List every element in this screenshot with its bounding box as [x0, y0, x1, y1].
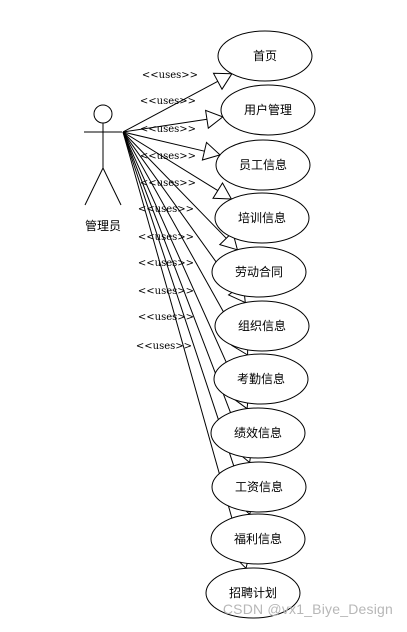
uses-connector	[122, 131, 245, 448]
use-case-ellipse	[217, 30, 313, 82]
use-case-ellipse	[214, 300, 310, 352]
use-case-ellipse	[214, 192, 310, 244]
uses-stereotype-label: <<uses>>	[138, 258, 194, 269]
uses-stereotype-label: <<uses>>	[140, 96, 196, 107]
uses-stereotype-label: <<uses>>	[142, 70, 198, 81]
arrowhead	[212, 182, 233, 200]
use-case-ellipse	[211, 461, 307, 513]
actor-figure: 管理员	[84, 104, 122, 233]
use-case-label: 工资信息	[235, 479, 283, 494]
use-case-ellipse	[211, 246, 307, 298]
use-case-ellipse	[210, 513, 306, 565]
use-case-ellipse	[220, 84, 316, 136]
uses-stereotype-label: <<uses>>	[138, 204, 194, 215]
actor-left-leg	[84, 167, 104, 206]
use-case-ellipse	[205, 567, 301, 619]
actor-right-leg	[102, 167, 122, 206]
use-case-group: 首页用户管理员工信息培训信息劳动合同组织信息考勤信息绩效信息工资信息福利信息招聘…	[205, 30, 316, 619]
use-case-ellipse	[215, 139, 311, 191]
uses-connector	[122, 131, 219, 192]
use-case-label: 首页	[253, 49, 277, 63]
watermark: CSDN @vx1_Biye_Design	[222, 601, 393, 617]
uses-connector	[122, 131, 227, 239]
uses-stereotype-label: <<uses>>	[138, 312, 194, 323]
use-case-ellipse	[213, 353, 309, 405]
arrowhead	[212, 72, 233, 91]
actor-head	[93, 104, 113, 124]
uses-connector	[122, 131, 241, 342]
use-case-label: 招聘计划	[229, 586, 277, 600]
use-case-label: 培训信息	[238, 210, 286, 225]
uses-stereotype-label: <<uses>>	[138, 232, 194, 243]
arrowhead	[204, 109, 224, 130]
uses-stereotype-label: <<uses>>	[140, 178, 196, 189]
actor-label: 管理员	[85, 218, 121, 233]
use-case-label: 用户管理	[244, 102, 292, 117]
uses-stereotype-label: <<uses>>	[140, 151, 196, 162]
use-case-label: 福利信息	[234, 531, 282, 546]
use-case-label: 绩效信息	[234, 425, 282, 440]
use-case-label: 劳动合同	[235, 264, 283, 279]
use-case-label: 员工信息	[239, 157, 287, 172]
use-case-label: 组织信息	[238, 318, 286, 333]
uses-stereotype-label: <<uses>>	[138, 286, 194, 297]
uses-connector	[122, 80, 219, 133]
stereotype-group: <<uses>> <<uses>> <<uses>> <<uses>> <<uses>>…	[136, 70, 198, 352]
arrowhead	[201, 141, 221, 161]
uses-stereotype-label: <<uses>>	[140, 124, 196, 135]
use-case-label: 考勤信息	[237, 371, 285, 386]
uses-stereotype-label: <<uses>>	[136, 341, 192, 352]
uses-connector	[122, 131, 205, 152]
uses-connector	[122, 118, 208, 133]
uses-connector	[122, 131, 241, 395]
use-case-ellipse	[210, 407, 306, 459]
